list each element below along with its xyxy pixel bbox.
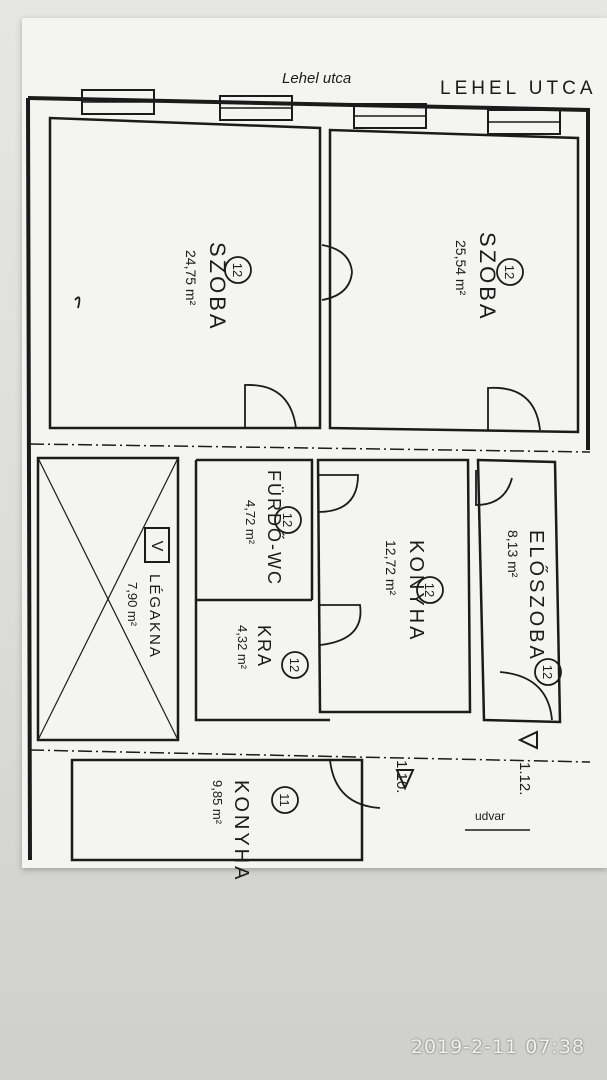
unit-badge: 12 [274,506,302,534]
property-line-lower [29,749,591,763]
svg-text:24,75 m²: 24,75 m² [183,250,199,306]
svg-text:LÉGAKNA: LÉGAKNA [146,574,163,659]
svg-text:1.10.: 1.10. [393,760,410,793]
svg-text:4,32 m²: 4,32 m² [235,625,250,670]
room-label-szoba-right: SZOBA 25,54 m² [453,232,500,322]
photo-timestamp: 2019-2-11 07:38 [410,1036,585,1058]
legakna-mark: V [148,541,165,552]
svg-text:SZOBA: SZOBA [205,242,230,332]
svg-text:8,13 m²: 8,13 m² [505,530,521,578]
pencil-mark [74,296,81,309]
svg-text:1.12.: 1.12. [516,762,533,795]
svg-text:12: 12 [502,265,517,279]
svg-text:11: 11 [277,793,292,807]
svg-text:12: 12 [280,513,295,527]
unit-badge: 12 [416,576,444,604]
svg-text:FÜRDŐ-WC: FÜRDŐ-WC [264,470,285,586]
svg-text:KONYHA: KONYHA [405,540,427,642]
service-walls [36,456,562,862]
svg-text:12: 12 [422,583,437,597]
room-label-furdo: FÜRDŐ-WC 4,72 m² [243,470,285,586]
svg-text:12: 12 [540,665,555,679]
room-label-eloszoba: ELŐSZOBA 8,13 m² [505,530,548,662]
entrance-marker-110: 1.10. [393,760,415,793]
svg-text:25,54 m²: 25,54 m² [453,240,469,296]
svg-text:4,72 m²: 4,72 m² [243,500,258,545]
svg-text:12,72 m²: 12,72 m² [383,540,399,596]
svg-text:V: V [148,541,165,552]
svg-text:KRA: KRA [254,625,274,668]
svg-text:KONYHA: KONYHA [230,780,252,882]
double-door [321,244,353,301]
door-swings [244,384,553,809]
street-label-printed: LEHEL UTCA [440,78,597,99]
unit-badge: 12 [534,658,562,686]
property-line [29,443,591,453]
unit-badge: 12 [496,258,524,286]
entrance-marker-112: 1.12. [516,730,538,795]
svg-text:12: 12 [287,658,302,672]
floor-plan-paper [22,18,607,868]
svg-text:SZOBA: SZOBA [475,232,500,322]
svg-text:7,90 m²: 7,90 m² [125,582,140,627]
unit-badge: 12 [224,256,252,284]
svg-text:ELŐSZOBA: ELŐSZOBA [525,530,548,662]
courtyard-label: udvar [475,809,505,823]
svg-text:12: 12 [230,263,245,277]
room-label-legakna: LÉGAKNA 7,90 m² [125,574,163,659]
room-label-konyha-12: KONYHA 12,72 m² [383,540,427,642]
street-label-handwritten: Lehel utca [282,70,351,87]
room-label-konyha-11: KONYHA 9,85 m² [210,780,252,882]
room-label-szoba-left: SZOBA 24,75 m² [183,242,230,332]
unit-badge: 12 [281,651,309,679]
svg-text:9,85 m²: 9,85 m² [210,780,225,825]
unit-badge: 11 [271,786,299,814]
outer-walls [26,89,590,861]
room-label-kamra: KRA 4,32 m² [235,625,274,670]
